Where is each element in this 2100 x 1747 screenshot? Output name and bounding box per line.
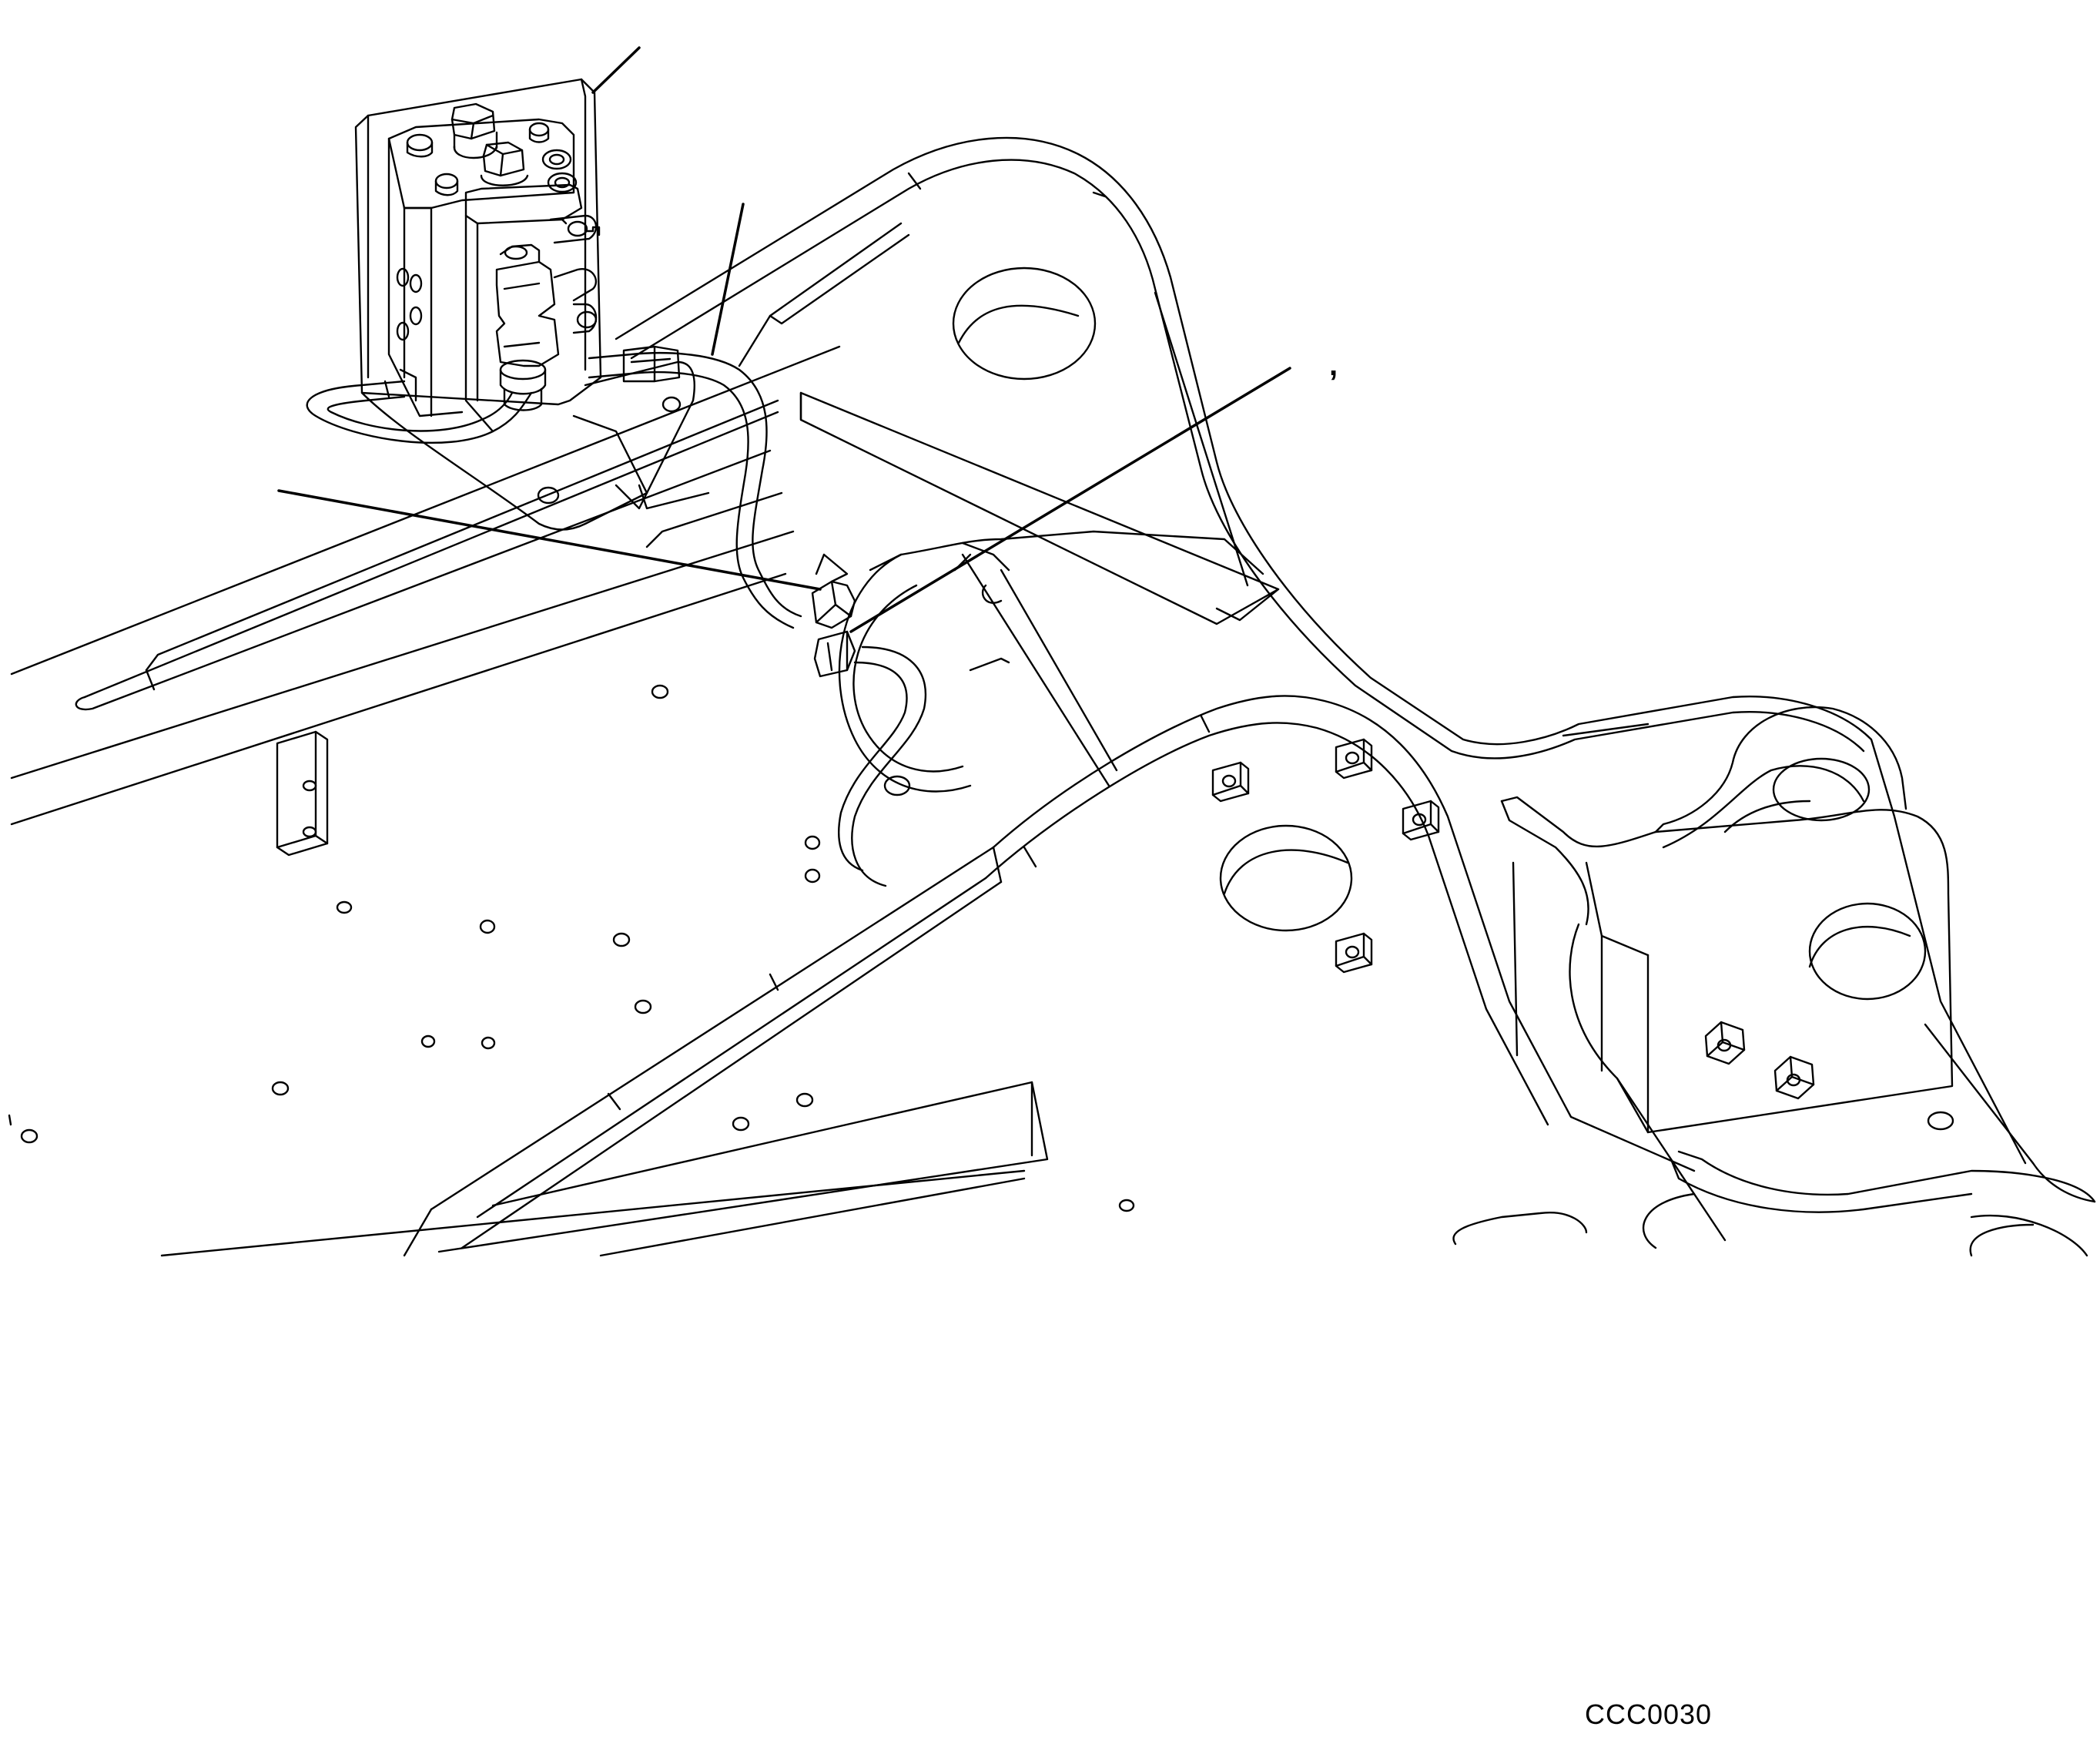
valve-block [387,102,601,433]
leader-line [277,46,1291,633]
mounting-hole [8,684,1135,1212]
frame-bracket-block [276,730,329,857]
pivot-bracket [1500,706,2096,1257]
frame-bottom-bar [160,1081,2035,1257]
square-nut [1211,738,1815,1100]
pivot-hole [952,267,1097,381]
hydraulic-hose [306,345,927,887]
boom-mount-lug [615,136,2027,1165]
lower-pivot-hole [1219,824,1353,932]
bushing [1772,757,1871,822]
bracket-hole [1808,902,1927,1001]
boom-lower-plate [838,530,1264,796]
figure-reference-code: CCC0030 [1585,1698,1713,1730]
frame-lower-arm [403,695,1696,1257]
callout-mark: , [1329,348,1338,382]
frame-crossbeam [10,345,841,826]
pressure-sensor [811,542,1010,629]
hose-clamp [622,345,856,678]
